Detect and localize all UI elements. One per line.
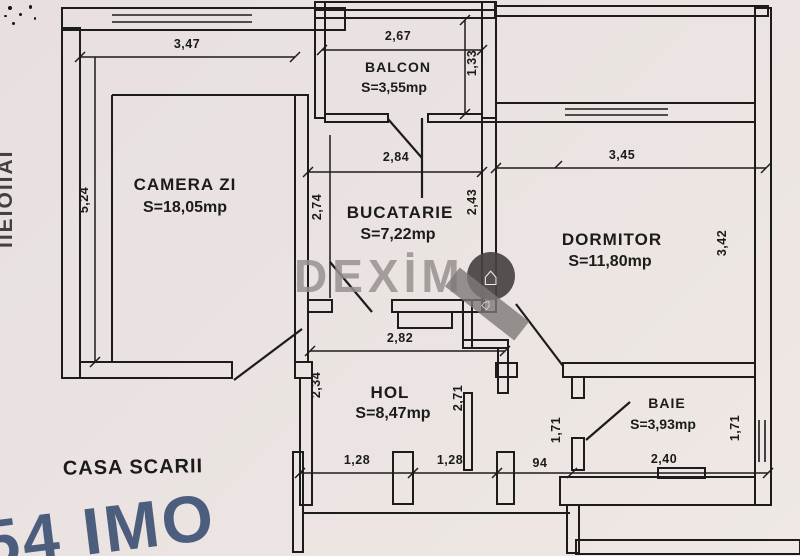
dormitor-bottom-wall	[562, 362, 756, 378]
dim-balcon-depth: 1,33	[465, 49, 479, 77]
dim-bottom-3: 94	[532, 456, 548, 470]
walls-layer	[61, 1, 800, 555]
dim-bottom-4: 2,40	[650, 452, 678, 466]
stair-wall	[292, 451, 304, 553]
scan-speck	[34, 17, 36, 20]
room-area-dormitor: S=11,80mp	[568, 253, 652, 270]
dim-bottom-1: 1,28	[343, 453, 371, 467]
scan-speck	[12, 22, 15, 25]
dim-bottom-2: 1,28	[436, 453, 464, 467]
vestibule-left-wall	[463, 392, 473, 471]
scan-speck	[8, 6, 12, 10]
kitchen-top-wall-b	[427, 113, 483, 123]
room-label-dormitor: DORMITOR	[561, 230, 663, 249]
camera-door-swing	[233, 328, 303, 381]
hol-left-wall	[299, 377, 313, 506]
camera-bottom-wall	[79, 361, 233, 379]
dim-hol-left: 2,34	[309, 371, 323, 399]
dim-bucatarie-left: 2,74	[310, 193, 324, 221]
wall-camera-kitchen	[294, 94, 309, 363]
room-area-camera-zi: S=18,05mp	[142, 199, 228, 216]
baie-left-wall-b	[571, 437, 585, 471]
dim-bucatarie-right: 2,43	[465, 188, 479, 216]
room-label-balcon: BALCON	[365, 59, 431, 75]
dim-balcon-width: 2,67	[384, 29, 412, 43]
dimension-lines-layer	[74, 14, 774, 479]
dormitor-top-wall	[495, 102, 756, 123]
scan-speck	[4, 15, 7, 17]
room-area-balcon: S=3,55mp	[361, 79, 427, 95]
label-casa-scarii: CASA SCARII	[62, 455, 204, 480]
room-area-hol: S=8,47mp	[355, 405, 431, 422]
stair-edge-band	[575, 539, 800, 555]
wall-kitchen-dormitor	[481, 121, 497, 313]
baie-left-wall-a	[571, 376, 585, 399]
room-label-bucatarie: BUCATARIE	[346, 203, 454, 222]
wall-right-exterior	[754, 7, 772, 506]
edge-artifact-text: IIEIOIIAI	[0, 149, 12, 248]
dormitor-door-swing	[515, 303, 564, 367]
wall-top-right-exterior	[495, 5, 769, 17]
room-label-baie: BAIE	[648, 395, 686, 411]
scan-speck	[29, 5, 32, 9]
scan-speck	[19, 13, 22, 16]
dim-baie-right: 1,71	[728, 414, 742, 442]
room-label-camera-zi: CAMERA ZI	[133, 175, 237, 194]
house-icon-small: ⌂	[478, 294, 496, 314]
balcony-door-swing	[387, 118, 423, 159]
dim-hol-width: 2,82	[386, 331, 414, 345]
baie-door-swing	[585, 401, 631, 441]
doors-layer	[233, 118, 631, 441]
balcony-left-wall	[314, 1, 326, 119]
wall-top-left-exterior	[61, 7, 346, 31]
baie-bottom-wall	[559, 476, 756, 506]
dim-dormitor-width: 3,45	[608, 148, 636, 162]
room-area-bucatarie: S=7,22mp	[360, 226, 436, 243]
dim-dormitor-height: 3,42	[715, 229, 729, 257]
kitchen-door-swing	[329, 261, 373, 313]
kitchen-top-wall-a	[324, 113, 389, 123]
kitchen-bottom-wall-a	[307, 299, 333, 313]
windows-layer	[112, 14, 766, 462]
room-area-baie: S=3,93mp	[630, 416, 696, 432]
dim-baie-left: 1,71	[549, 416, 563, 444]
pillar-a	[392, 451, 414, 505]
dim-camera-height: 5,24	[77, 186, 91, 214]
balcony-right-wall	[481, 1, 497, 119]
pillar-b	[496, 451, 515, 505]
wall-left-exterior	[61, 27, 81, 379]
dim-bucatarie-width: 2,84	[382, 150, 410, 164]
dim-camera-width: 3,47	[173, 37, 201, 51]
room-label-hol: HOL	[370, 383, 410, 402]
dim-hol-right: 2,71	[451, 384, 465, 412]
